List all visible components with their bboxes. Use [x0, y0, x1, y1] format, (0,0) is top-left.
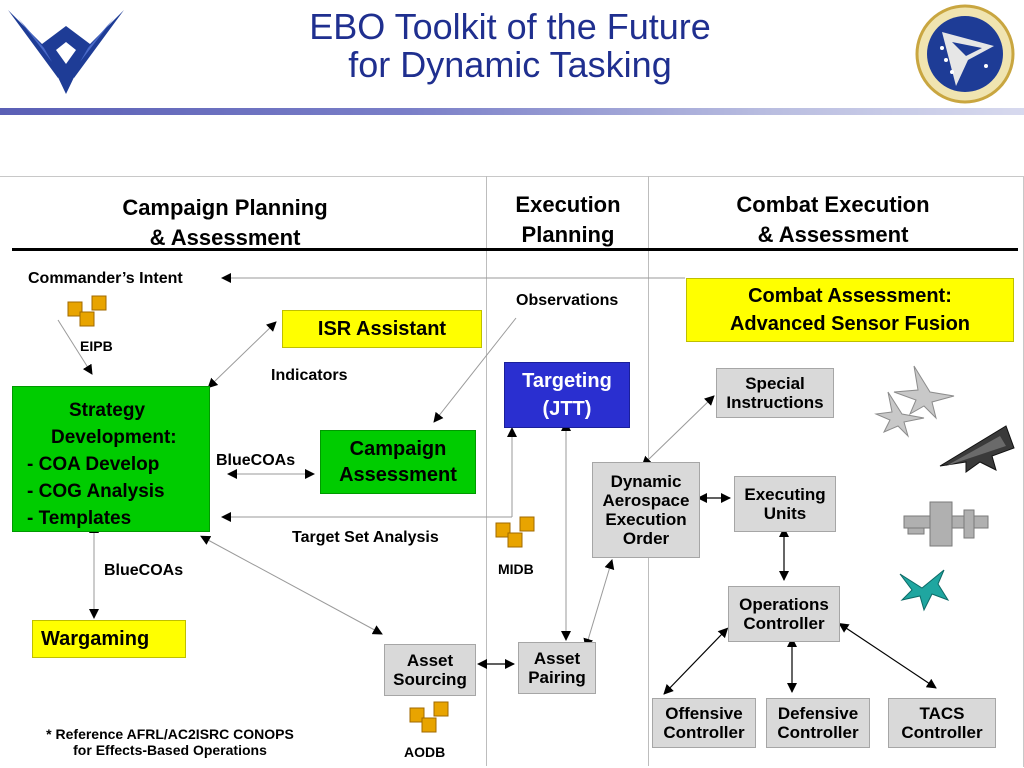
- combat-assessment-line2: Advanced Sensor Fusion: [729, 313, 971, 335]
- dynamic-line4: Order: [622, 529, 670, 548]
- targeting-box[interactable]: Targeting (JTT): [504, 362, 630, 428]
- ops-line1: Operations: [739, 595, 829, 614]
- stealth-bomber-icon: [936, 422, 1018, 476]
- header-underline: [12, 248, 1018, 251]
- header-execution-planning: Execution Planning: [488, 190, 648, 250]
- header-campaign-line1: Campaign Planning: [122, 195, 328, 220]
- isr-assistant-box[interactable]: ISR Assistant: [282, 310, 482, 348]
- database-icon: [494, 515, 536, 551]
- defensive-controller-box[interactable]: Defensive Controller: [766, 698, 870, 748]
- strategy-item-cog: - COG Analysis: [27, 481, 165, 502]
- eipb-label: EIPB: [80, 338, 113, 354]
- database-icon: [66, 294, 108, 330]
- offensive-controller-box[interactable]: Offensive Controller: [652, 698, 756, 748]
- targeting-line2: (JTT): [542, 398, 592, 420]
- header-combat-line2: & Assessment: [757, 222, 909, 247]
- footnote-line2: for Effects-Based Operations: [73, 742, 267, 758]
- dynamic-line2: Aerospace: [602, 491, 690, 510]
- dynamic-line3: Execution: [605, 510, 687, 529]
- line-eipb-strategy: [57, 319, 93, 375]
- defensive-line1: Defensive: [777, 704, 859, 723]
- tacs-line1: TACS: [919, 704, 965, 723]
- title-line-1: EBO Toolkit of the Future: [309, 6, 711, 47]
- header-campaign-planning: Campaign Planning & Assessment: [80, 193, 370, 253]
- asset-sourcing-line1: Asset: [406, 651, 454, 670]
- footnote-line1: * Reference AFRL/AC2ISRC CONOPS: [46, 726, 294, 742]
- column-divider-1: [486, 176, 487, 766]
- database-icon: [408, 700, 450, 736]
- title-rule: [0, 108, 1024, 115]
- defensive-line2: Controller: [777, 723, 859, 742]
- wargaming-box[interactable]: Wargaming: [32, 620, 186, 658]
- line-ops-tacs: [838, 623, 937, 689]
- midb-label: MIDB: [498, 561, 534, 577]
- wargaming-label: Wargaming: [41, 627, 150, 650]
- targeting-line1: Targeting: [522, 370, 612, 392]
- line-dynamic-special: [641, 395, 715, 467]
- combat-assessment-box[interactable]: Combat Assessment: Advanced Sensor Fusio…: [686, 278, 1014, 342]
- executing-line2: Units: [763, 504, 807, 523]
- line-strategy-asset-sourcing: [200, 535, 383, 635]
- special-instructions-box[interactable]: Special Instructions: [716, 368, 834, 418]
- line-ops-offensive: [663, 627, 729, 695]
- gunship-aircraft-icon: [900, 496, 992, 552]
- special-line2: Instructions: [726, 393, 824, 412]
- executing-line1: Executing: [744, 485, 826, 504]
- blue-coas-label-1: BlueCOAs: [216, 452, 296, 469]
- asset-sourcing-box[interactable]: Asset Sourcing: [384, 644, 476, 696]
- aodb-label: AODB: [404, 744, 446, 760]
- header-execution-line1: Execution: [515, 192, 621, 217]
- offensive-line1: Offensive: [665, 704, 743, 723]
- page-title: EBO Toolkit of the Future for Dynamic Ta…: [200, 8, 820, 84]
- line-pairing-dynamic: [583, 559, 615, 649]
- asset-sourcing-line2: Sourcing: [393, 670, 467, 689]
- fighter-jets-icon: [874, 362, 964, 442]
- special-line1: Special: [745, 374, 805, 393]
- header-combat-line1: Combat Execution: [736, 192, 930, 217]
- dynamic-aerospace-execution-order-box[interactable]: Dynamic Aerospace Execution Order: [592, 462, 700, 558]
- header-execution-line2: Planning: [521, 222, 615, 247]
- line-isr-strategy: [207, 321, 277, 389]
- campaign-assessment-line2: Assessment: [339, 464, 457, 486]
- dynamic-line1: Dynamic: [610, 472, 682, 491]
- asset-pairing-line2: Pairing: [528, 668, 586, 687]
- title-line-2: for Dynamic Tasking: [348, 44, 672, 85]
- campaign-assessment-box[interactable]: Campaign Assessment: [320, 430, 476, 494]
- strategy-development-box[interactable]: Strategy Development: - COA Develop - CO…: [12, 386, 210, 532]
- observations-label: Observations: [516, 292, 619, 309]
- combat-assessment-line1: Combat Assessment:: [748, 285, 952, 307]
- tacs-controller-box[interactable]: TACS Controller: [888, 698, 996, 748]
- operations-controller-box[interactable]: Operations Controller: [728, 586, 840, 642]
- offensive-line2: Controller: [663, 723, 745, 742]
- afrl-logo-icon: [912, 2, 1018, 106]
- air-force-logo-icon: [4, 4, 128, 104]
- ops-line2: Controller: [743, 614, 825, 633]
- executing-units-box[interactable]: Executing Units: [734, 476, 836, 532]
- line-observations: [433, 317, 517, 423]
- strategy-title-line1: Strategy: [69, 400, 146, 421]
- target-set-analysis-label: Target Set Analysis: [292, 529, 439, 546]
- isr-assistant-label: ISR Assistant: [317, 317, 447, 340]
- strategy-item-templates: - Templates: [27, 508, 132, 529]
- footnote: * Reference AFRL/AC2ISRC CONOPS for Effe…: [20, 726, 320, 758]
- indicators-label: Indicators: [271, 367, 348, 384]
- cargo-aircraft-icon: [894, 566, 950, 612]
- header-campaign-line2: & Assessment: [149, 225, 301, 250]
- campaign-assessment-line1: Campaign: [349, 438, 447, 460]
- tacs-line2: Controller: [901, 723, 983, 742]
- blue-coas-label-2: BlueCOAs: [104, 562, 184, 579]
- asset-pairing-line1: Asset: [533, 649, 581, 668]
- asset-pairing-box[interactable]: Asset Pairing: [518, 642, 596, 694]
- strategy-title-line2: Development:: [51, 427, 177, 448]
- commanders-intent-label: Commander’s Intent: [28, 270, 183, 287]
- header-combat-execution: Combat Execution & Assessment: [680, 190, 986, 250]
- strategy-item-coa: - COA Develop: [27, 454, 160, 475]
